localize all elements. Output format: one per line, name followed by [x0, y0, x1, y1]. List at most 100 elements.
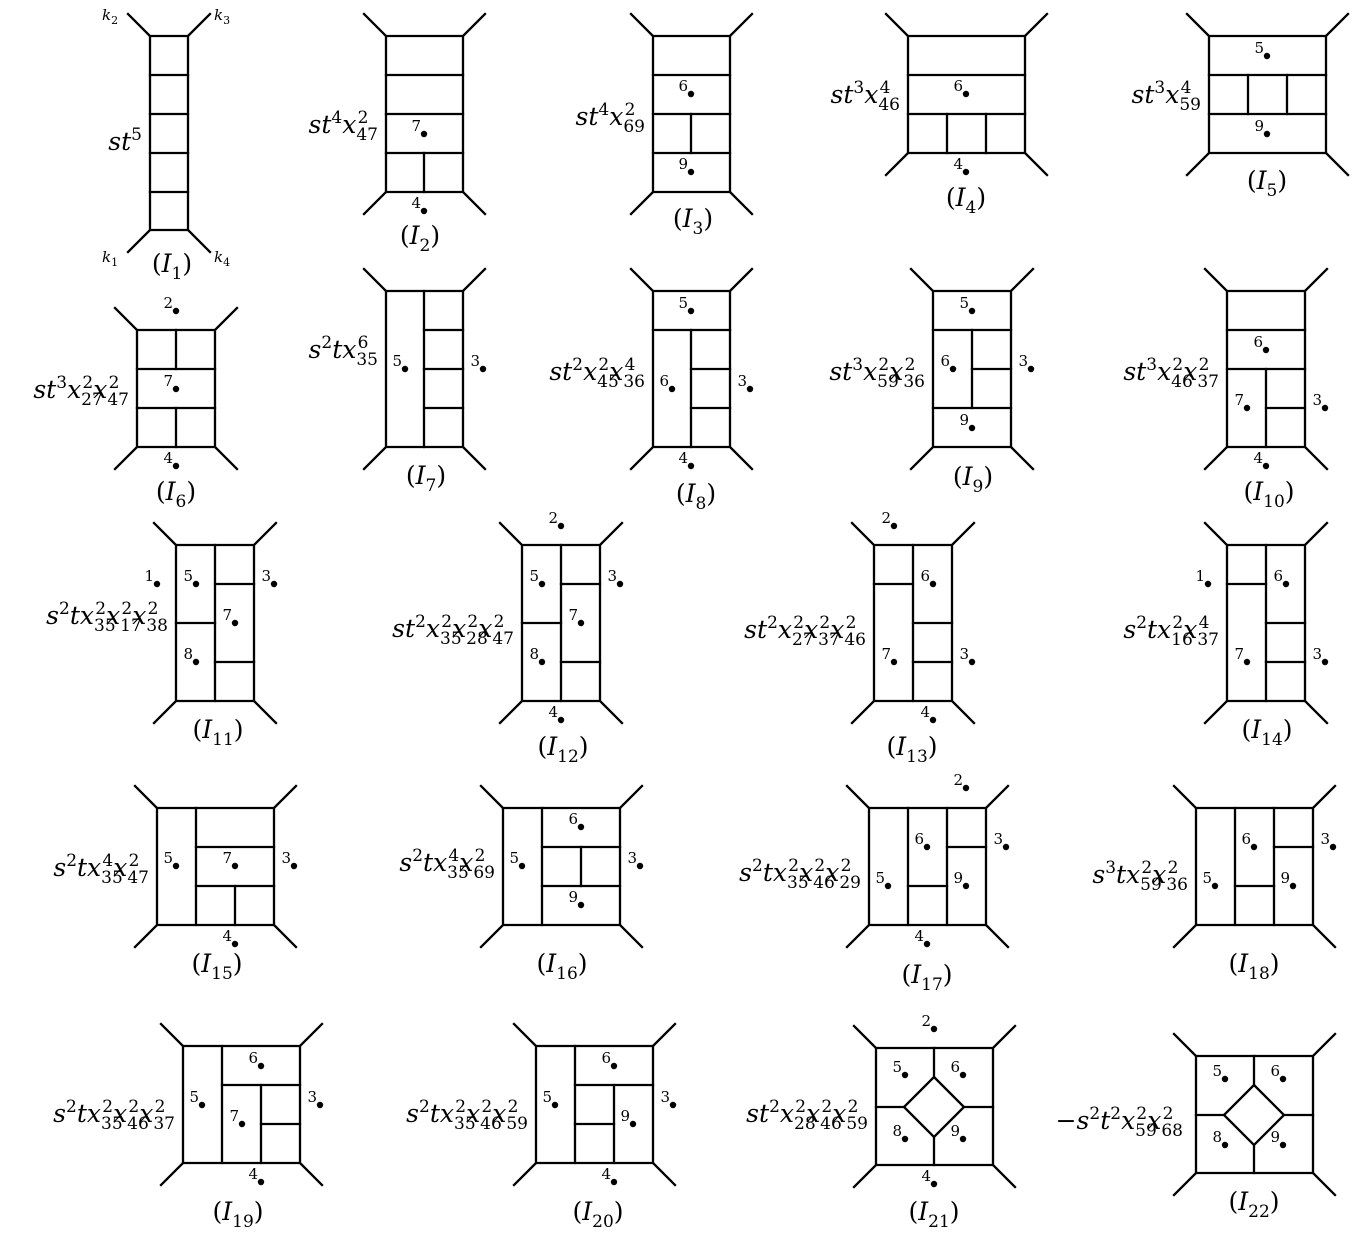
dual-point-4-dot	[231, 940, 239, 948]
dual-point-5-label: 5	[1202, 869, 1212, 887]
dual-point-6-label: 6	[920, 567, 930, 585]
dual-point-7-label: 7	[411, 117, 421, 135]
dual-point-6-dot	[959, 1071, 967, 1079]
momentum-label: k2	[102, 6, 118, 27]
coefficient-i20: s2tx352x462x592	[406, 1097, 528, 1134]
coefficient-i6: st3x272x472	[33, 373, 129, 410]
label-i11: (I11)	[192, 715, 243, 750]
dual-point-3-label: 3	[261, 567, 271, 585]
label-i20: (I20)	[572, 1197, 623, 1232]
dual-point-3-dot	[479, 365, 487, 373]
dual-point-7-label: 7	[1234, 391, 1244, 409]
label-i17: (I17)	[901, 960, 952, 995]
dual-point-3-label: 3	[993, 830, 1003, 848]
dual-point-3-dot	[316, 1101, 324, 1109]
dual-point-3-label: 3	[607, 567, 617, 585]
dual-point-3-dot	[270, 580, 278, 588]
dual-point-9-label: 9	[678, 155, 688, 173]
dual-point-6-dot	[1250, 843, 1258, 851]
dual-point-9-label: 9	[953, 869, 963, 887]
dual-point-1-label: 1	[1195, 567, 1205, 585]
dual-point-2-label: 2	[953, 771, 963, 789]
dual-point-8-dot	[901, 1135, 909, 1143]
dual-point-5-dot	[901, 1071, 909, 1079]
dual-point-3-label: 3	[737, 372, 747, 390]
dual-point-4-label: 4	[548, 703, 558, 721]
dual-point-9-dot	[968, 424, 976, 432]
dual-point-3-label: 3	[1312, 645, 1322, 663]
dual-point-4-label: 4	[1253, 449, 1263, 467]
dual-point-9-label: 9	[1254, 117, 1264, 135]
dual-point-6-dot	[1279, 1075, 1287, 1083]
coefficient-i1: st5	[108, 125, 142, 156]
dual-point-2-dot	[962, 784, 970, 792]
dual-point-4-dot	[923, 940, 931, 948]
dual-point-9-label: 9	[568, 888, 578, 906]
momentum-label: k1	[102, 248, 118, 269]
coefficient-i22: −s2t2x592x682	[1056, 1104, 1183, 1141]
dual-point-6-label: 6	[950, 1058, 960, 1076]
diagram-i4: 64	[884, 12, 1049, 177]
dual-point-4-dot	[930, 1180, 938, 1188]
coefficient-i9: st3x592x362	[829, 355, 925, 392]
dual-point-7-label: 7	[1234, 645, 1244, 663]
coefficient-i12: st2x352x282x472	[392, 612, 514, 649]
dual-point-4-dot	[172, 462, 180, 470]
dual-point-9-dot	[629, 1120, 637, 1128]
coefficient-i19: s2tx352x462x372	[53, 1097, 175, 1134]
dual-point-6-label: 6	[1241, 830, 1251, 848]
dual-point-5-label: 5	[1254, 39, 1264, 57]
dual-point-6-label: 6	[1253, 333, 1263, 351]
dual-point-3-dot	[669, 1101, 677, 1109]
dual-point-3-dot	[616, 580, 624, 588]
label-i16: (I16)	[536, 949, 587, 984]
dual-point-6-label: 6	[568, 810, 578, 828]
diagram-i3: 69	[629, 12, 754, 216]
label-i18: (I18)	[1228, 949, 1279, 984]
dual-point-3-dot	[1321, 404, 1329, 412]
label-i8: (I8)	[676, 479, 716, 514]
dual-point-8-label: 8	[1212, 1128, 1222, 1146]
label-i19: (I19)	[212, 1197, 263, 1232]
dual-point-8-dot	[1221, 1141, 1229, 1149]
dual-point-6-dot	[668, 385, 676, 393]
coefficient-i18: s3tx592x362	[1092, 858, 1188, 895]
dual-point-6-dot	[929, 580, 937, 588]
diagram-i5: 59	[1185, 12, 1350, 177]
dual-point-1-label: 1	[144, 567, 154, 585]
dual-point-4-dot	[687, 462, 695, 470]
coefficient-i21: st2x282x462x592	[746, 1097, 868, 1134]
dual-point-4-label: 4	[953, 155, 963, 173]
dual-point-7-label: 7	[163, 372, 173, 390]
dual-point-2-dot	[890, 522, 898, 530]
dual-point-9-label: 9	[1270, 1128, 1280, 1146]
coefficient-i13: st2x272x372x462	[744, 613, 866, 650]
dual-point-5-label: 5	[163, 849, 173, 867]
dual-point-8-dot	[192, 658, 200, 666]
label-i6: (I6)	[156, 477, 196, 512]
dual-point-6-dot	[257, 1062, 265, 1070]
dual-point-6-label: 6	[914, 830, 924, 848]
coefficient-i11: s2tx352x172x382	[46, 599, 168, 636]
dual-point-4-label: 4	[248, 1165, 258, 1183]
coefficient-i8: st2x452x364	[549, 355, 645, 392]
dual-point-3-label: 3	[470, 352, 480, 370]
dual-point-2-label: 2	[921, 1012, 931, 1030]
dual-point-5-dot	[172, 862, 180, 870]
dual-point-5-label: 5	[189, 1088, 199, 1106]
dual-point-2-label: 2	[548, 509, 558, 527]
dual-point-6-dot	[1262, 346, 1270, 354]
dual-point-9-dot	[1289, 882, 1297, 890]
dual-point-7-dot	[1243, 658, 1251, 666]
dual-point-5-dot	[968, 307, 976, 315]
dual-point-6-dot	[962, 90, 970, 98]
dual-point-4-dot	[610, 1178, 618, 1186]
dual-point-5-label: 5	[183, 567, 193, 585]
